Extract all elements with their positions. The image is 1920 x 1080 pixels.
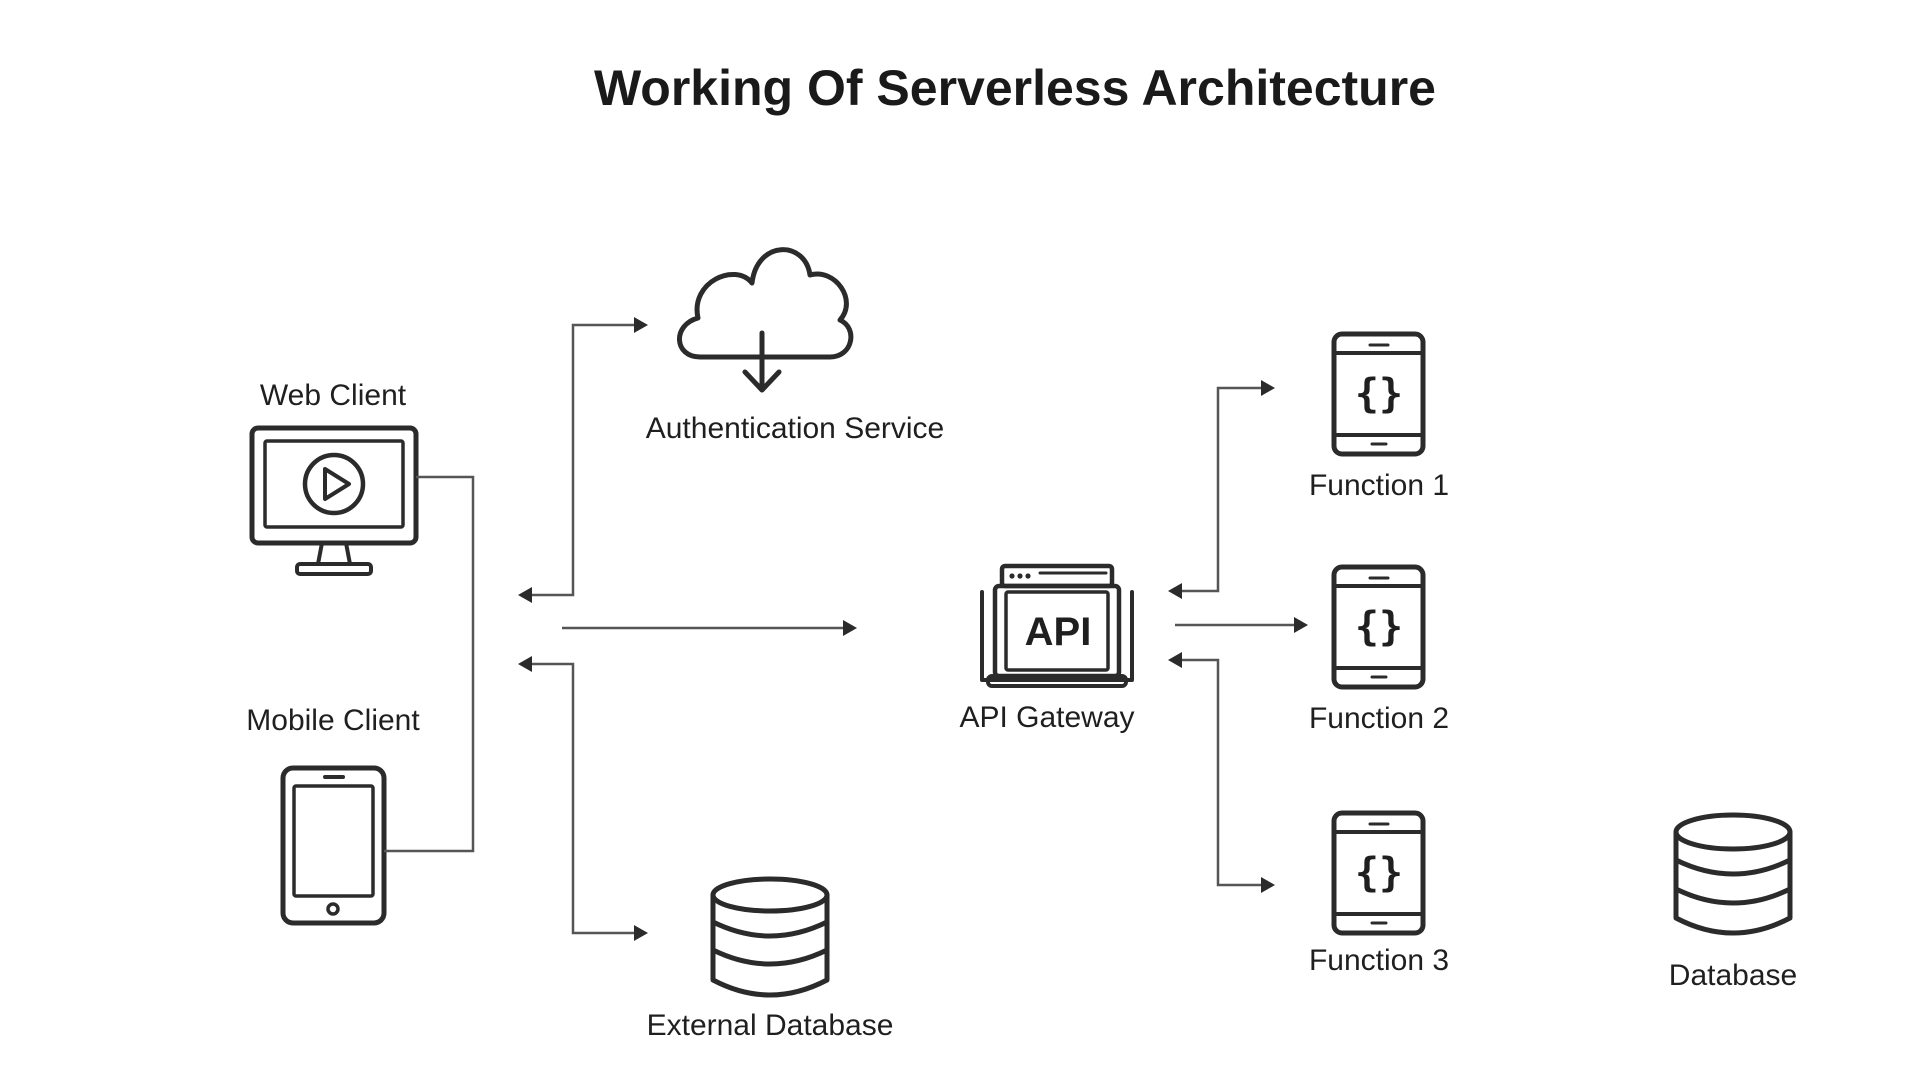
api-icon-text: API bbox=[1025, 610, 1092, 654]
function-3-label: Function 3 bbox=[1309, 944, 1449, 977]
braces-text: {} bbox=[1355, 604, 1403, 650]
function-2-label: Function 2 bbox=[1309, 702, 1449, 735]
auth-service-node: Authentication Service bbox=[646, 247, 945, 445]
external-database-label: External Database bbox=[647, 1009, 894, 1042]
smartphone-icon bbox=[280, 765, 387, 926]
function-1-node: {} Function 1 bbox=[1309, 331, 1449, 502]
database-label: Database bbox=[1669, 959, 1797, 992]
mobile-client-label: Mobile Client bbox=[246, 704, 420, 737]
database-icon bbox=[710, 876, 830, 998]
mobile-client-node: Mobile Client bbox=[246, 704, 420, 926]
phone-code-icon: {} bbox=[1331, 331, 1426, 457]
monitor-play-icon bbox=[249, 425, 419, 576]
database-node: Database bbox=[1669, 812, 1797, 992]
laptop-api-icon: API bbox=[980, 563, 1134, 688]
phone-code-icon: {} bbox=[1331, 810, 1426, 936]
auth-service-label: Authentication Service bbox=[646, 412, 945, 445]
external-database-node: External Database bbox=[647, 876, 894, 1042]
page-title: Working Of Serverless Architecture bbox=[594, 60, 1436, 116]
braces-text: {} bbox=[1355, 850, 1403, 896]
api-gateway-node: API API Gateway bbox=[959, 563, 1135, 734]
client-connectors bbox=[384, 475, 475, 853]
client-arrows bbox=[518, 317, 857, 941]
web-client-label: Web Client bbox=[260, 379, 407, 412]
braces-text: {} bbox=[1355, 371, 1403, 417]
api-gateway-label: API Gateway bbox=[959, 701, 1134, 734]
web-client-node: Web Client bbox=[249, 379, 419, 576]
phone-code-icon: {} bbox=[1331, 564, 1426, 690]
function-2-node: {} Function 2 bbox=[1309, 564, 1449, 735]
function-connectors bbox=[1168, 380, 1308, 893]
database-icon bbox=[1673, 812, 1793, 936]
function-3-node: {} Function 3 bbox=[1309, 810, 1449, 977]
function-1-label: Function 1 bbox=[1309, 469, 1449, 502]
cloud-download-icon bbox=[677, 247, 854, 393]
